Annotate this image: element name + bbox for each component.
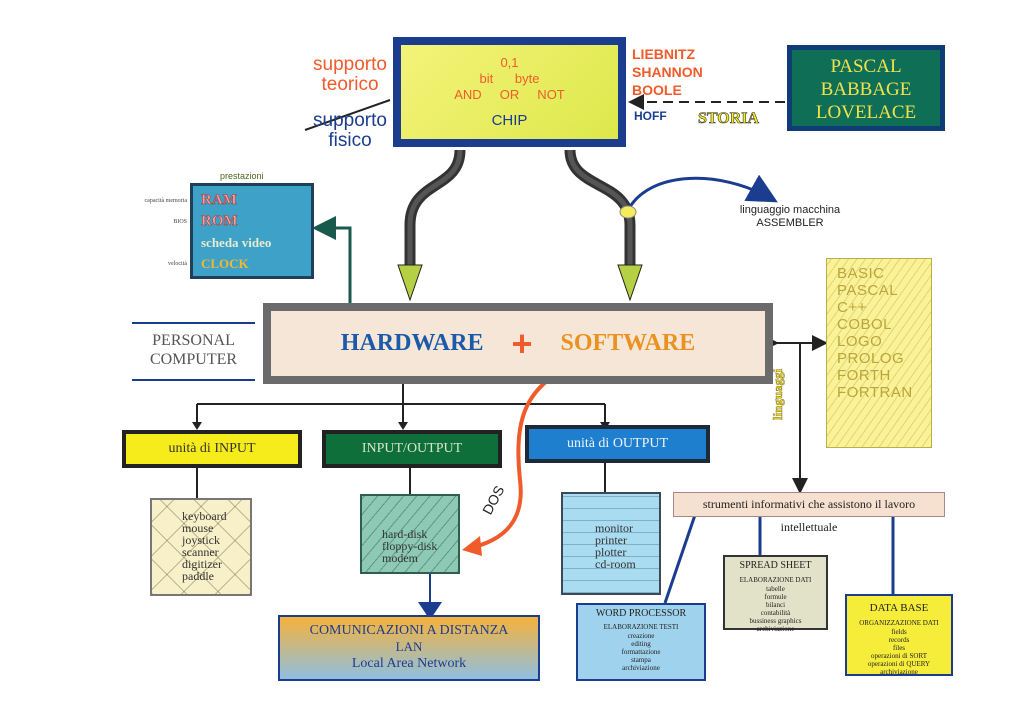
linguaggi-label: linguaggi [770, 368, 785, 421]
database-box: DATA BASE ORGANIZZAZIONE DATI fields rec… [845, 594, 953, 676]
supporto-divider [304, 99, 391, 131]
io-devices-box: hard-disk floppy-disk modem [360, 494, 460, 574]
supporto-fisico-label: supporto fisico [313, 110, 387, 151]
scientists-list: LIEBNITZ SHANNON BOOLE [632, 46, 703, 98]
chip-binary: 0,1 [500, 55, 519, 70]
dos-arrow [469, 370, 561, 550]
ram-label: RAM [201, 192, 237, 209]
chip-bit-byte: bit byte [479, 71, 540, 86]
chip-to-hardware-tube [404, 149, 466, 265]
io-header: INPUT/OUTPUT [322, 430, 502, 468]
hardware-label: HARDWARE [340, 330, 484, 356]
prestazioni-box: RAM ROM scheda video CLOCK [190, 183, 314, 279]
hardware-arrowhead [397, 264, 423, 302]
hardware-software-box: HARDWARE + SOFTWARE [263, 303, 773, 384]
languages-box: BASIC PASCAL C++ COBOL LOGO PROLOG FORTH… [826, 258, 932, 448]
linguaggio-macchina-arrow [626, 174, 778, 211]
software-arrowhead [617, 264, 643, 302]
plus-sign: + [511, 322, 533, 364]
strumenti-box: strumenti informativi che assistono il l… [673, 492, 945, 534]
comunicazioni-box: COMUNICAZIONI A DISTANZA LAN Local Area … [278, 615, 540, 681]
storia-label: STORIA [698, 110, 760, 128]
supporto-teorico-label: supporto teorico [313, 54, 387, 95]
output-devices-box: monitor printer plotter cd-room [561, 492, 661, 595]
clock-label: CLOCK [201, 256, 249, 271]
hoff-label: HOFF [634, 109, 667, 123]
rom-label: ROM [201, 213, 238, 230]
prestazioni-side-labels: capacità memoria BIOS velocità [144, 198, 187, 267]
input-devices-box: keyboard mouse joystick scanner digitize… [150, 498, 252, 596]
software-label: SOFTWARE [560, 330, 696, 356]
chip-box: 0,1 bit byte AND OR NOT CHIP [393, 37, 626, 147]
word-processor-box: WORD PROCESSOR ELABORAZIONE TESTI creazi… [576, 603, 706, 681]
linguaggio-macchina-label: linguaggio macchina ASSEMBLER [739, 204, 841, 229]
chip-to-software-tube [564, 149, 636, 265]
spreadsheet-box: SPREAD SHEET ELABORAZIONE DATI tabelle f… [723, 555, 828, 633]
personal-computer-label: PERSONAL COMPUTER [149, 332, 238, 368]
linguaggio-node [619, 205, 637, 219]
input-header: unità di INPUT [122, 430, 302, 468]
prestazioni-title: prestazioni [220, 171, 264, 181]
prestazioni-arrow [312, 216, 352, 303]
chip-logic-ops: AND OR NOT [454, 87, 565, 102]
output-header: unità di OUTPUT [525, 425, 710, 463]
scheda-video-label: scheda video [201, 235, 272, 250]
storia-box: PASCAL BABBAGE LOVELACE [787, 45, 945, 131]
comunicazioni-arrowhead [418, 602, 442, 620]
chip-title: CHIP [491, 112, 528, 129]
